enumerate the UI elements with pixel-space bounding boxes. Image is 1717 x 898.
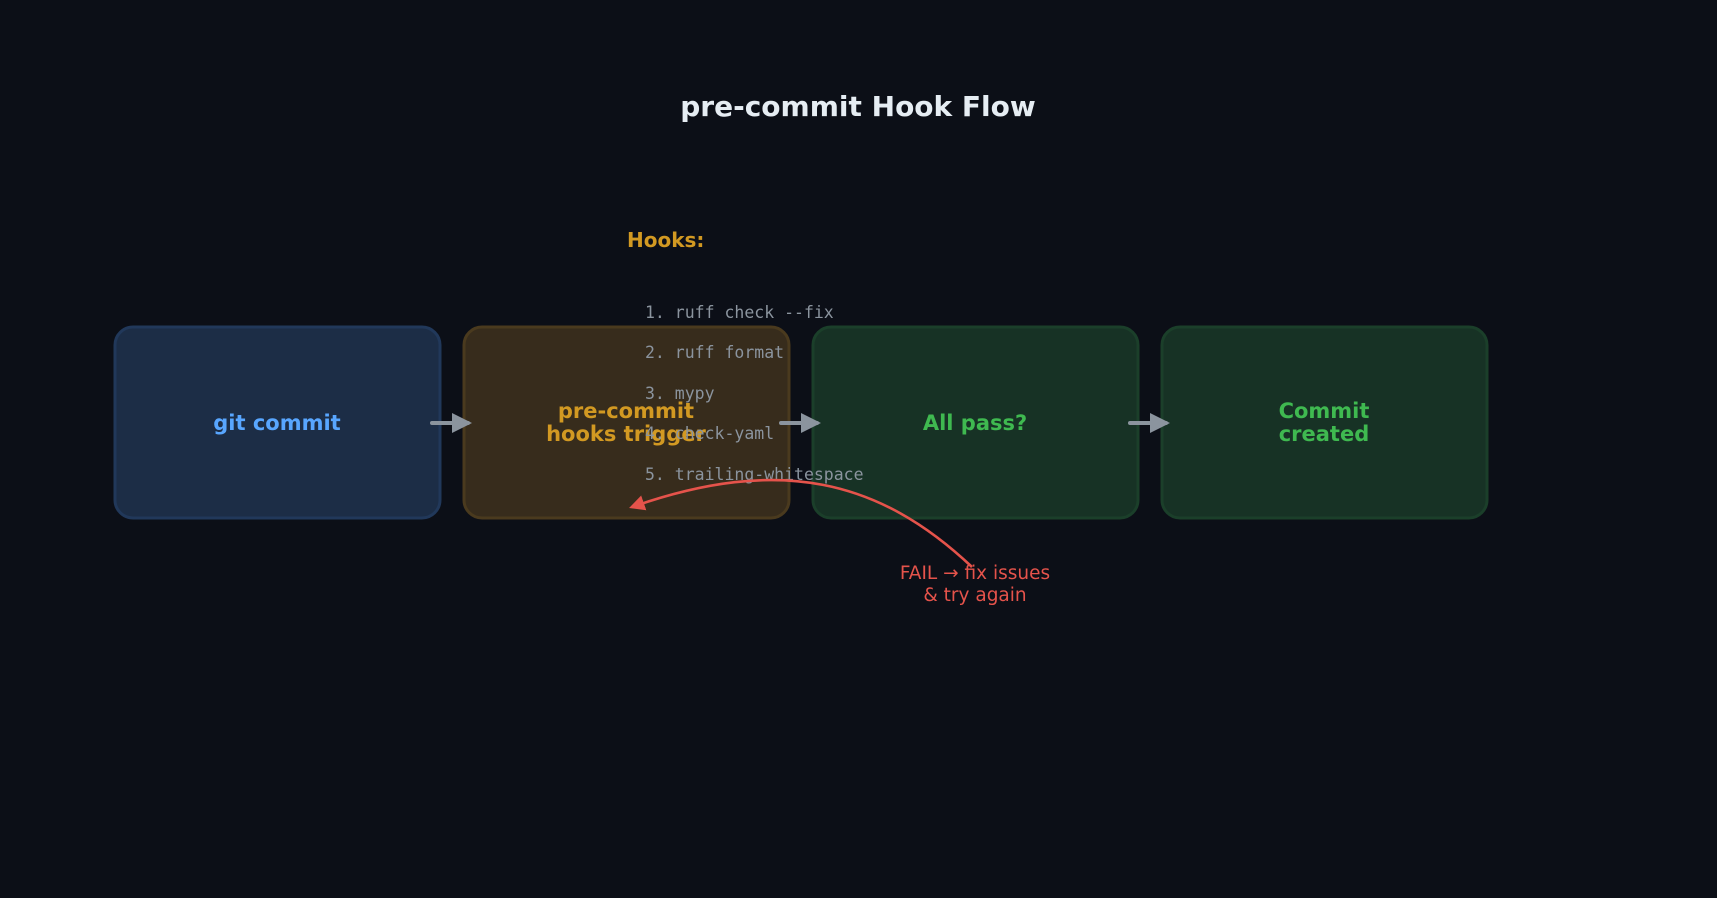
- step-commit-created-label-line1: Commit: [1279, 399, 1370, 423]
- fail-label-line2: & try again: [923, 585, 1026, 606]
- hook-item: 5. trailing-whitespace: [645, 465, 864, 484]
- step-all-pass: All pass?: [811, 325, 1140, 520]
- hook-item: 1. ruff check --fix: [645, 303, 834, 322]
- fail-label-line1: FAIL → fix issues: [900, 563, 1050, 584]
- fail-loop-arrow: [629, 478, 973, 568]
- step-commit-created: Commit created: [1160, 325, 1489, 520]
- step-commit-created-label-line2: created: [1279, 422, 1370, 446]
- step-git-commit: git commit: [113, 325, 442, 520]
- step-git-commit-label: git commit: [213, 411, 340, 435]
- diagram-title: pre-commit Hook Flow: [680, 90, 1035, 123]
- hooks-heading: Hooks:: [627, 228, 704, 252]
- step-hooks-trigger-label-line2: hooks trigger: [546, 422, 706, 446]
- hook-item: 4. check-yaml: [645, 424, 774, 443]
- hook-item: 2. ruff format: [645, 343, 784, 362]
- hook-item: 3. mypy: [645, 384, 715, 403]
- step-all-pass-label: All pass?: [923, 411, 1027, 435]
- step-hooks-trigger-label-line1: pre-commit: [558, 399, 694, 423]
